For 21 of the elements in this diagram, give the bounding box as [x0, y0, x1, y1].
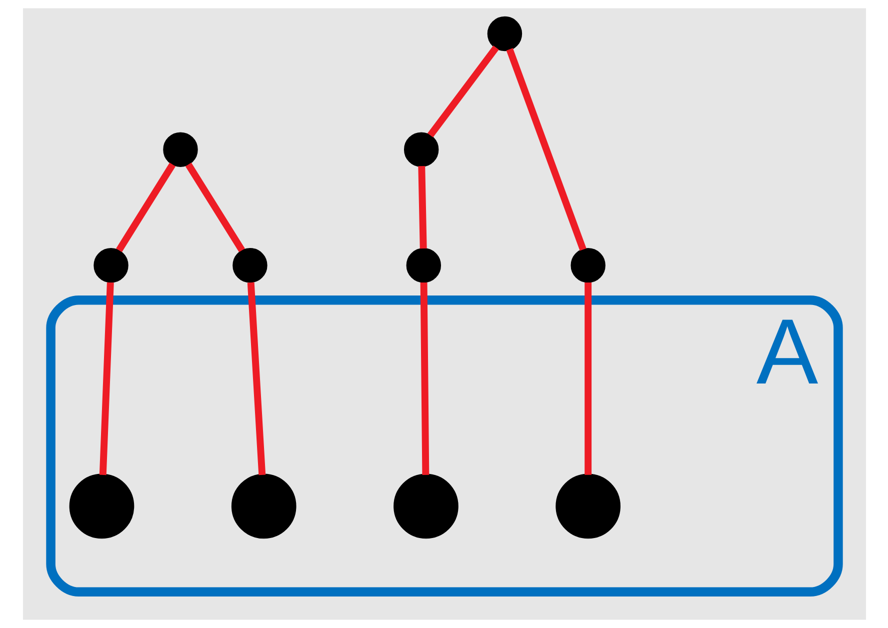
node-circle: [570, 248, 605, 283]
connector: [584, 282, 592, 475]
node-circle: [486, 16, 522, 52]
connector: [116, 162, 176, 252]
node-circle: [393, 474, 458, 539]
node-circle: [162, 132, 198, 167]
node-circle: [230, 474, 296, 539]
node-circle: [93, 248, 128, 283]
node-circle: [403, 132, 438, 167]
connector: [246, 282, 266, 476]
node-circle: [68, 474, 134, 539]
node-circle: [232, 248, 267, 283]
connector: [426, 45, 498, 138]
connector: [418, 166, 426, 249]
cluster: A: [46, 295, 842, 597]
connector: [184, 162, 244, 252]
node-circle: [555, 474, 620, 539]
node-circle: [406, 248, 441, 283]
connector: [506, 48, 586, 251]
connector: [98, 282, 114, 476]
connector: [420, 282, 429, 475]
